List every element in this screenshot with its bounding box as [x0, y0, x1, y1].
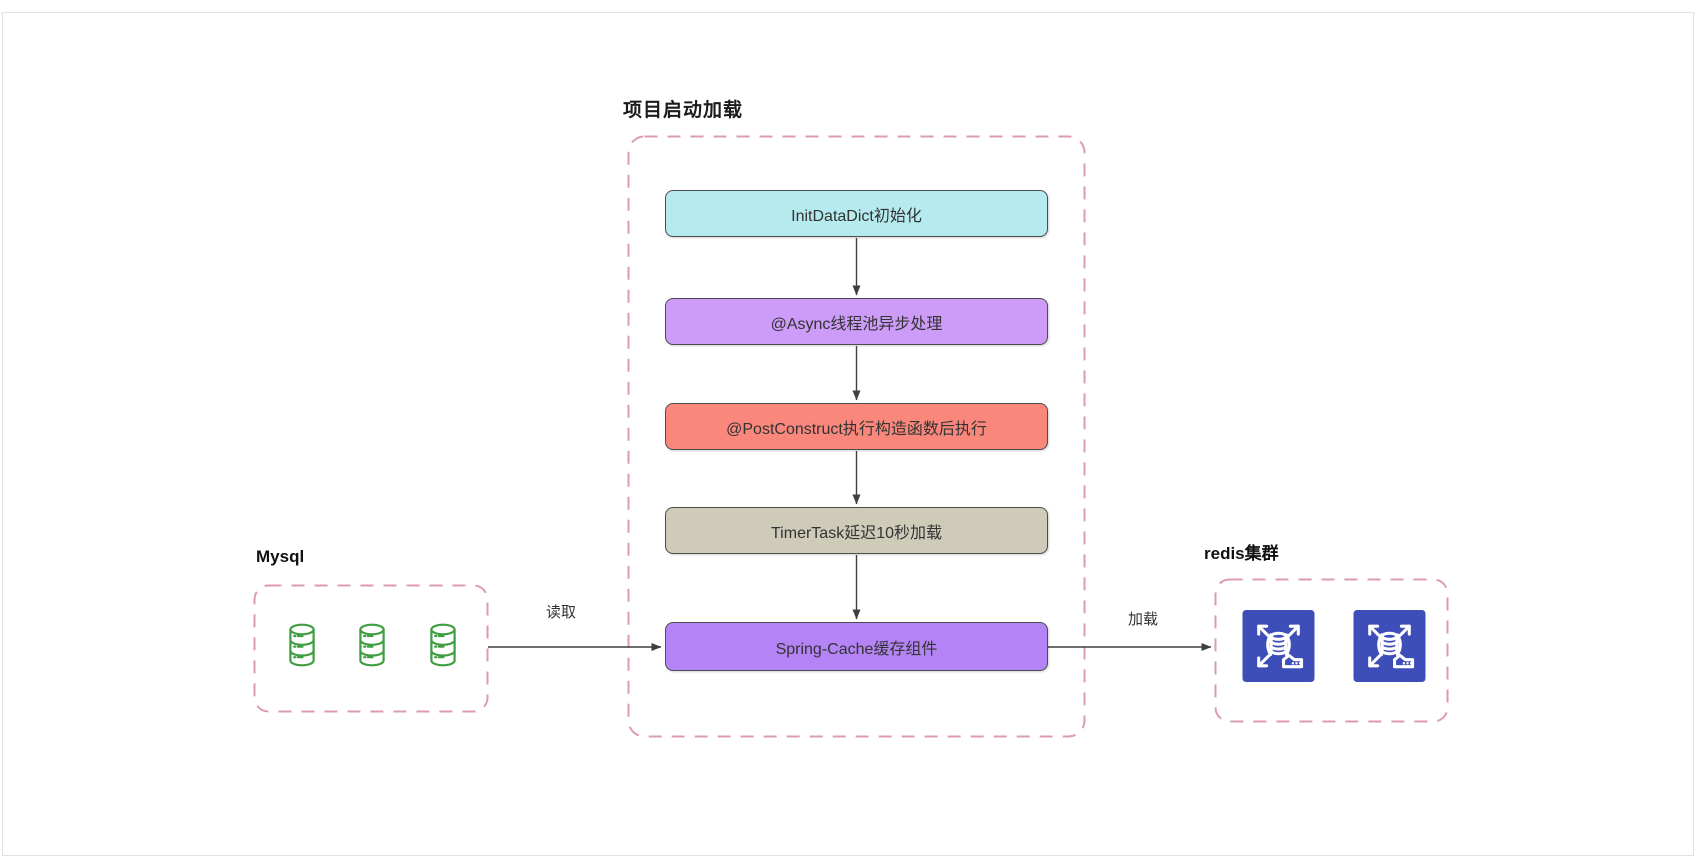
- flow-step-label: @Async线程池异步处理: [770, 315, 943, 333]
- redis-container: [1214, 578, 1449, 723]
- edge-label-load: 加载: [1127, 611, 1159, 628]
- mysql-container: [253, 584, 489, 713]
- redis-cluster-icon: [1242, 610, 1315, 682]
- startup-flow-container: [627, 135, 1086, 738]
- flow-step-label: InitDataDict初始化: [791, 207, 922, 225]
- flow-step-postconstruct: @PostConstruct执行构造函数后执行: [665, 403, 1048, 450]
- flow-step-timertask: TimerTask延迟10秒加载: [665, 507, 1048, 554]
- database-cylinder-icon: [430, 623, 456, 667]
- redis-cluster-icon: [1353, 610, 1426, 682]
- database-cylinder-icon: [289, 623, 315, 667]
- edge-label-read: 读取: [545, 604, 577, 621]
- database-cylinder-icon: [359, 623, 385, 667]
- flow-step-label: TimerTask延迟10秒加载: [771, 524, 942, 542]
- flow-step-label: @PostConstruct执行构造函数后执行: [726, 420, 987, 438]
- flow-step-async: @Async线程池异步处理: [665, 298, 1048, 345]
- mysql-group-title: Mysql: [256, 547, 305, 566]
- flow-step-springcache: Spring-Cache缓存组件: [665, 622, 1048, 671]
- flow-arrows: [488, 238, 1212, 651]
- redis-group-title: redis集群: [1204, 544, 1279, 563]
- flow-step-initdatadict: InitDataDict初始化: [665, 190, 1048, 237]
- flow-step-label: Spring-Cache缓存组件: [775, 640, 938, 658]
- diagram-title: 项目启动加载: [623, 99, 744, 121]
